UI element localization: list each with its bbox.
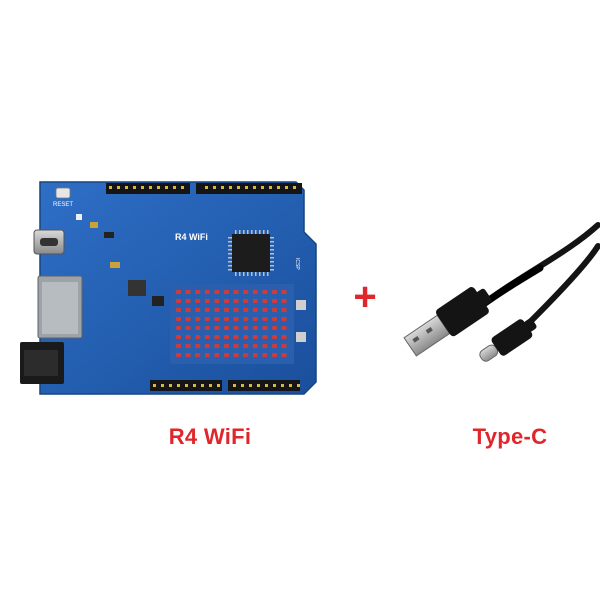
led-matrix-frame bbox=[170, 284, 294, 364]
microcontroller-chip bbox=[232, 234, 270, 272]
led-matrix bbox=[176, 290, 287, 357]
bottom-header bbox=[150, 380, 300, 391]
top-header bbox=[106, 183, 302, 194]
plus-symbol: + bbox=[353, 275, 377, 319]
cable-caption: Type-C bbox=[472, 424, 548, 449]
icsp-label: ICSP bbox=[294, 258, 300, 270]
usb-cable-icon bbox=[403, 222, 600, 362]
board-silkscreen-label: R4 WiFi bbox=[175, 232, 208, 242]
arduino-board-icon: RESET R4 WiFi ICSP bbox=[20, 181, 317, 395]
usb-a-plug bbox=[403, 287, 492, 357]
reset-label: RESET bbox=[53, 202, 73, 208]
reset-button bbox=[55, 187, 71, 199]
small-chip bbox=[152, 296, 164, 306]
board-caption: R4 WiFi bbox=[168, 424, 252, 449]
inductor bbox=[128, 280, 146, 296]
usb-c-plug bbox=[479, 318, 537, 362]
